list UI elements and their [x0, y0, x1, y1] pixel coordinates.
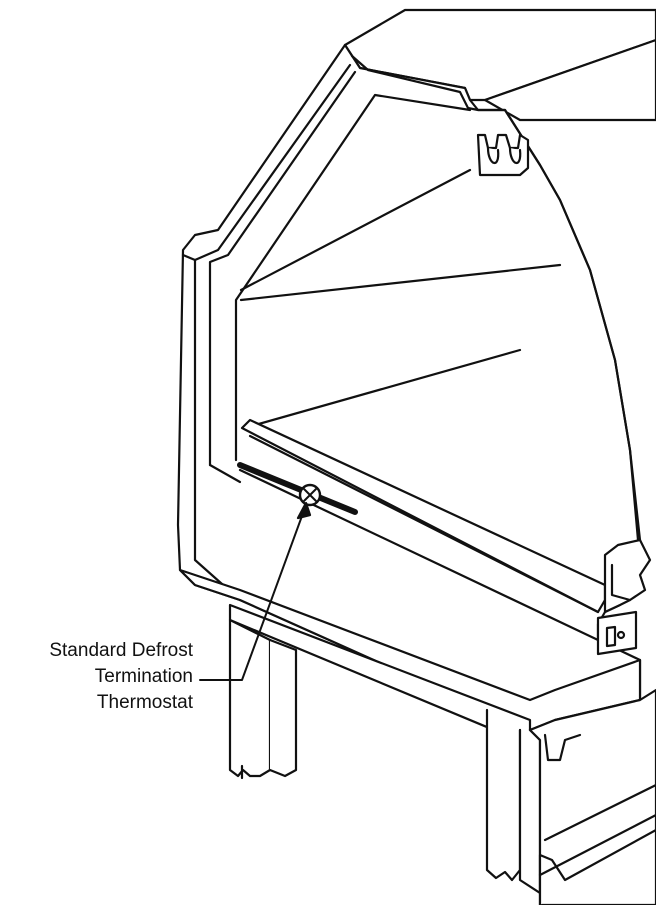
thermostat-bar	[237, 462, 358, 515]
legs	[228, 618, 542, 895]
thermostat-callout-label: Standard Defrost Termination Thermostat	[49, 638, 193, 716]
callout-line-3: Thermostat	[96, 692, 193, 713]
front-frame-strips	[181, 63, 472, 602]
callout-line-2: Termination	[94, 666, 193, 687]
right-end-detail	[603, 538, 652, 614]
callout-line-1: Standard Defrost	[49, 640, 193, 661]
electrical-box	[596, 610, 638, 656]
thermostat	[237, 462, 358, 515]
adjacent-case	[528, 688, 656, 905]
callout-leader-line	[199, 504, 307, 681]
shelves	[239, 168, 562, 429]
callout-arrowhead	[296, 501, 312, 520]
back-clips	[476, 133, 530, 177]
